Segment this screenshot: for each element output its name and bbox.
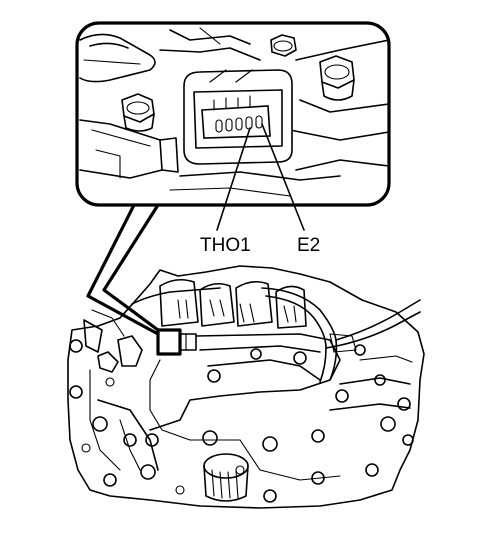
filter-cylinder (203, 453, 249, 502)
body-bolts (69, 339, 414, 503)
inset-frame (75, 21, 391, 207)
inset-connector (183, 69, 293, 165)
main-connector (156, 328, 197, 356)
inset-bolt-3 (121, 93, 155, 132)
inset-bolt-1 (270, 34, 297, 57)
detail-inset (75, 21, 391, 207)
callout-label-tho1: THO1 (200, 235, 251, 256)
valve-body (67, 265, 425, 509)
callout-label-e2: E2 (297, 235, 321, 256)
zoom-funnel (86, 203, 160, 336)
solenoid-row (159, 278, 307, 329)
callout-leader-lines (216, 123, 305, 231)
inset-bolt-2 (319, 55, 355, 101)
